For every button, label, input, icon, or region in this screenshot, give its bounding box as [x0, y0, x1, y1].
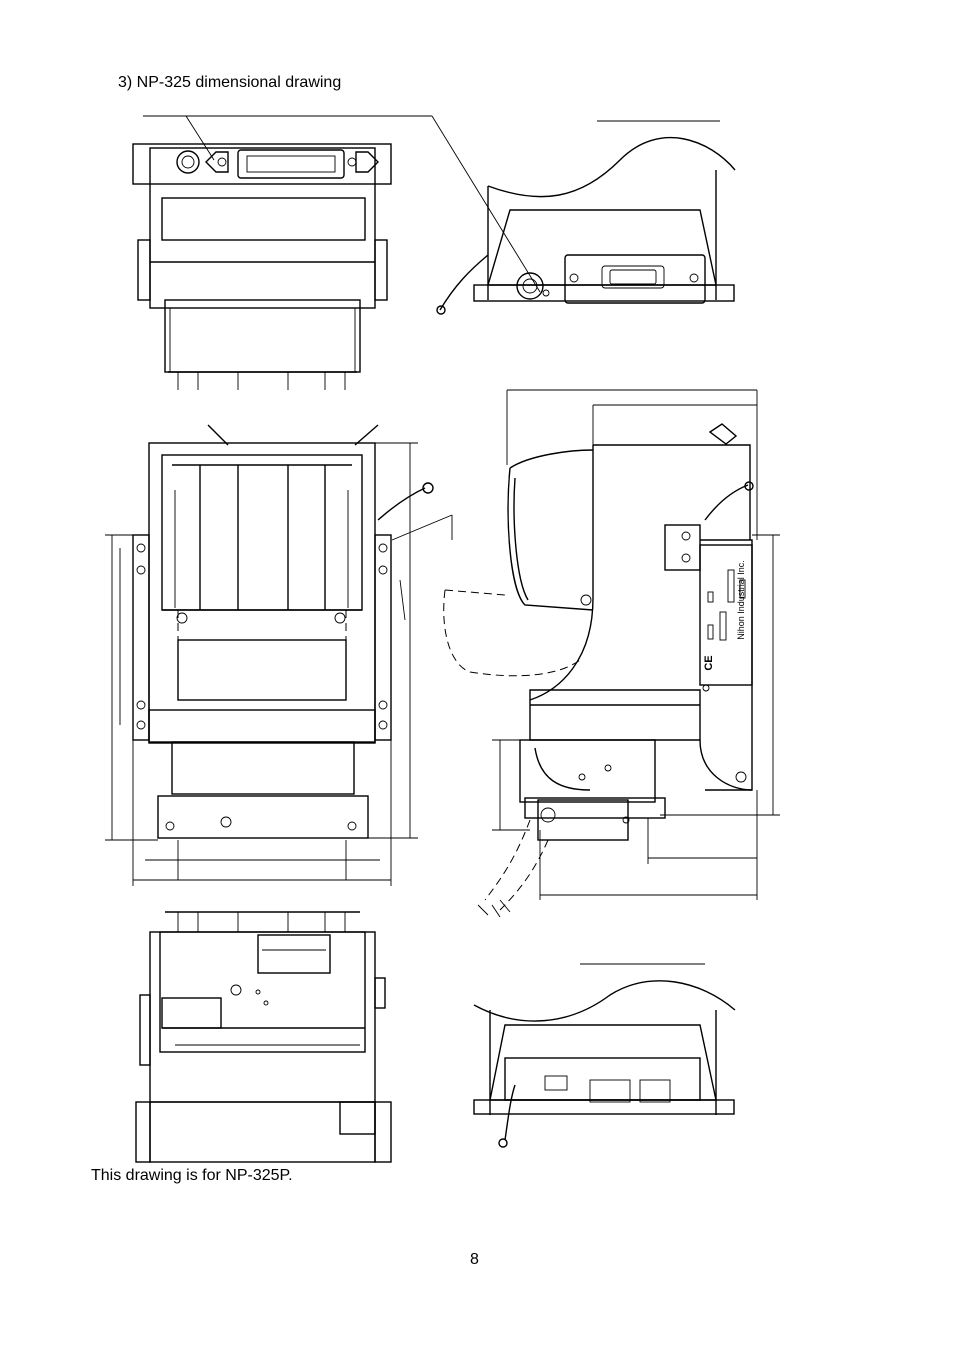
label-plate-logo: Nihon Industrial Inc.: [736, 560, 746, 640]
drawing-caption: This drawing is for NP-325P.: [91, 1167, 293, 1184]
ce-mark: CE: [703, 655, 715, 670]
serial-interface-view: [436, 120, 736, 315]
parallel-interface-view: [473, 963, 736, 1148]
side-view-with-label: Nihon Industrial Inc. CE: [443, 389, 780, 918]
bottom-view: [135, 911, 392, 1163]
page-number: 8: [470, 1251, 479, 1268]
section-heading: 3) NP-325 dimensional drawing: [118, 74, 342, 91]
rear-view-connector-panel: [132, 115, 541, 390]
top-view-with-dimensions: [105, 424, 453, 886]
